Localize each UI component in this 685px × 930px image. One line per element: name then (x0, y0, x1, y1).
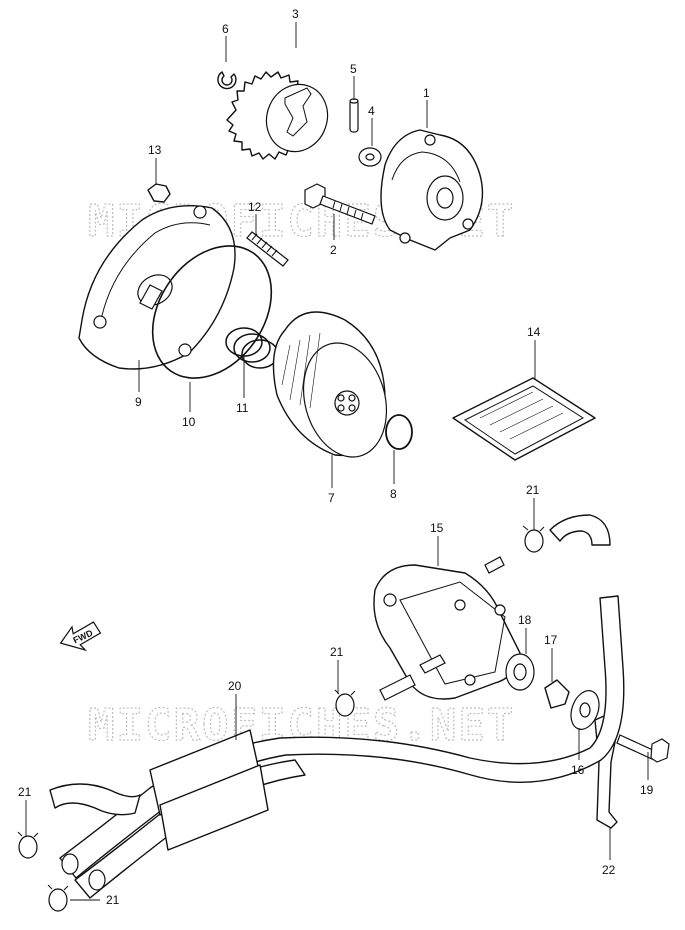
callout-21c: 21 (18, 785, 32, 799)
part-bolt-short[interactable] (616, 734, 670, 763)
callout-4: 4 (368, 104, 375, 118)
callout-5: 5 (350, 62, 357, 76)
part-oil-screen[interactable] (452, 377, 596, 461)
callout-7: 7 (328, 491, 335, 505)
part-grommet[interactable] (505, 653, 535, 691)
callout-16: 16 (571, 763, 585, 777)
part-hose-clamp-3[interactable] (17, 831, 39, 859)
part-stud[interactable] (246, 231, 289, 267)
part-circlip[interactable] (217, 71, 237, 90)
part-sprocket[interactable] (226, 71, 337, 160)
part-fuel-hose[interactable] (49, 514, 625, 899)
part-o-ring-large[interactable] (128, 223, 296, 401)
part-filter-cover[interactable] (78, 205, 236, 370)
callout-3: 3 (292, 7, 299, 21)
callout-18: 18 (518, 613, 532, 627)
callouts: 1 2 3 4 5 6 7 8 9 10 11 12 13 14 15 16 1… (18, 7, 654, 907)
part-washer-small[interactable] (358, 147, 382, 167)
part-oil-filter[interactable] (272, 311, 398, 466)
callout-6: 6 (222, 22, 229, 36)
part-o-ring-small[interactable] (385, 414, 413, 450)
callout-19: 19 (640, 783, 654, 797)
callout-11: 11 (236, 401, 249, 415)
callout-14: 14 (527, 325, 541, 339)
fwd-arrow: FWD (59, 621, 102, 652)
callout-9: 9 (135, 395, 142, 409)
part-collar[interactable] (544, 679, 570, 709)
callout-2: 2 (330, 243, 337, 257)
part-spring[interactable] (225, 327, 279, 369)
callout-8: 8 (390, 487, 397, 501)
part-bolt-long[interactable] (304, 183, 376, 225)
callout-21b: 21 (330, 645, 344, 659)
part-oil-pump[interactable] (380, 129, 484, 251)
part-fuel-pump[interactable] (373, 556, 521, 701)
callout-20: 20 (228, 679, 242, 693)
callout-12: 12 (248, 200, 262, 214)
callout-1: 1 (423, 86, 430, 100)
part-washer-large[interactable] (566, 687, 604, 733)
leader-lines (25, 22, 649, 901)
callout-22: 22 (602, 863, 616, 877)
callout-17: 17 (544, 633, 558, 647)
part-hose-clamp-1[interactable] (522, 525, 545, 553)
callout-15: 15 (430, 521, 444, 535)
callout-13: 13 (148, 143, 162, 157)
part-hose-clamp-2[interactable] (334, 689, 356, 717)
callout-21a: 21 (526, 483, 540, 497)
part-hose-clamp-4[interactable] (47, 884, 69, 912)
callout-21d: 21 (106, 893, 120, 907)
callout-10: 10 (182, 415, 196, 429)
part-pin[interactable] (349, 98, 359, 133)
